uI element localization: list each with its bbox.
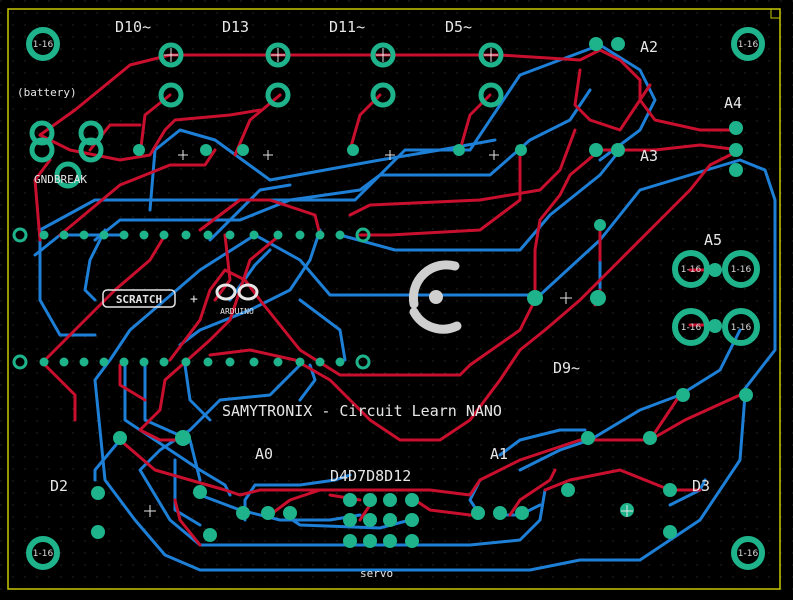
arduino-logo-icon: ARDUINO xyxy=(215,283,259,316)
label-a3: A3 xyxy=(640,147,658,165)
board-title: SAMYTRONIX - Circuit Learn NANO xyxy=(222,402,502,420)
svg-text:1-16: 1-16 xyxy=(731,323,752,333)
svg-text:1-16: 1-16 xyxy=(681,323,702,333)
battery-label: (battery) xyxy=(17,86,77,99)
label-a2: A2 xyxy=(640,38,658,56)
mount-hole-bottom-left: 1-16 xyxy=(26,536,60,570)
gndbreak-label: GNDBREAK xyxy=(34,173,87,186)
label-d13: D13 xyxy=(222,18,249,36)
board-edge xyxy=(7,8,781,590)
mount-hole-top-left: 1-16 xyxy=(26,27,60,61)
svg-text:SCRATCH: SCRATCH xyxy=(116,293,162,306)
scratch-logo-icon: SCRATCH xyxy=(102,289,176,308)
label-a4: A4 xyxy=(724,94,742,112)
mount-holes: 1-16 1-16 1-16 1-16 1-16 1-16 1-16 1-16 xyxy=(26,27,765,570)
samytronix-logo-icon xyxy=(408,260,462,334)
svg-text:1-16: 1-16 xyxy=(33,40,54,50)
label-d11: D11~ xyxy=(329,18,365,36)
label-d10: D10~ xyxy=(115,18,151,36)
label-d9: D9~ xyxy=(553,359,580,377)
svg-text:1-16: 1-16 xyxy=(681,265,702,275)
svg-text:1-16: 1-16 xyxy=(738,40,759,50)
label-a1: A1 xyxy=(490,445,508,463)
mount-hole-a5-3: 1-16 xyxy=(672,308,710,346)
svg-text:1-16: 1-16 xyxy=(731,265,752,275)
label-a5: A5 xyxy=(704,231,722,249)
connector-labels: D10~ D13 D11~ D5~ A2 A4 A3 A5 D9~ A0 A1 … xyxy=(50,18,742,495)
mount-hole-a5-2: 1-16 xyxy=(722,250,760,288)
mount-hole-bottom-right: 1-16 xyxy=(731,536,765,570)
svg-text:1-16: 1-16 xyxy=(33,549,54,559)
servo-label: servo xyxy=(360,567,393,580)
silkscreen-crosses xyxy=(144,48,633,517)
mount-hole-a5-1: 1-16 xyxy=(672,250,710,288)
mount-hole-top-right: 1-16 xyxy=(731,27,765,61)
label-d3: D3 xyxy=(692,477,710,495)
label-d5: D5~ xyxy=(445,18,472,36)
pads xyxy=(12,37,753,548)
svg-text:1-16: 1-16 xyxy=(738,549,759,559)
label-d2: D2 xyxy=(50,477,68,495)
mount-hole-a5-4: 1-16 xyxy=(722,308,760,346)
label-a0: A0 xyxy=(255,445,273,463)
logo-plus: + xyxy=(190,292,198,307)
svg-text:ARDUINO: ARDUINO xyxy=(220,307,254,316)
header-label: D4D7D8D12 xyxy=(330,467,411,485)
